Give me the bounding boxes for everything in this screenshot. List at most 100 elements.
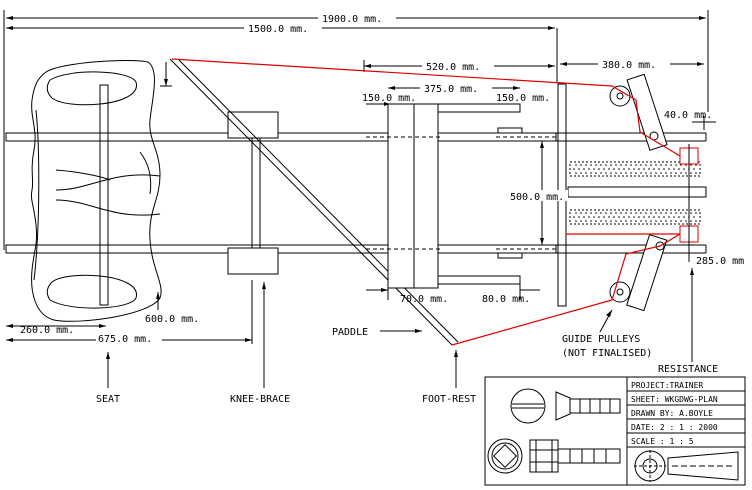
spring-stipple-dot bbox=[580, 220, 582, 222]
axle-dimension-text: 285.0 mm bbox=[696, 256, 744, 267]
spring-stipple-dot bbox=[660, 220, 662, 222]
spring-stipple-dot bbox=[665, 220, 667, 222]
project-field: PROJECT:TRAINER bbox=[631, 381, 703, 390]
spring-stipple-dot bbox=[595, 220, 597, 222]
date-field: DATE: 2 : 1 : 2000 bbox=[631, 423, 718, 432]
spring-stipple-dot bbox=[663, 168, 665, 170]
spring-stipple-dot bbox=[658, 168, 660, 170]
sheet-field: SHEET: WKGDWG-PLAN bbox=[631, 395, 718, 404]
spring-stipple-dot bbox=[695, 164, 697, 166]
spring-stipple-dot bbox=[690, 212, 692, 214]
dimension-frame: 1500.0 mm. bbox=[6, 22, 558, 82]
spring-stipple-dot bbox=[640, 164, 642, 166]
spring-stipple-dot bbox=[603, 168, 605, 170]
left-pad-dimension-text: 150.0 mm. bbox=[362, 93, 416, 104]
dimension-overall: 1900.0 mm. bbox=[3, 10, 709, 250]
spring-stipple-dot bbox=[630, 172, 632, 174]
spring-stipple-dot bbox=[588, 216, 590, 218]
spring-stipple-dot bbox=[645, 164, 647, 166]
spring-stipple-dot bbox=[665, 164, 667, 166]
spring-stipple-dot bbox=[635, 220, 637, 222]
spring-stipple-dot bbox=[640, 212, 642, 214]
cable bbox=[171, 58, 681, 346]
spring-stipple-dot bbox=[670, 220, 672, 222]
paddle bbox=[169, 58, 459, 346]
spring-stipple-dot bbox=[588, 168, 590, 170]
spring-stipple-dot bbox=[675, 220, 677, 222]
spring-stipple-dot bbox=[593, 168, 595, 170]
spring-stipple-dot bbox=[595, 164, 597, 166]
spring-stipple-dot bbox=[650, 220, 652, 222]
spring-stipple-dot bbox=[668, 216, 670, 218]
spring-stipple-dot bbox=[585, 220, 587, 222]
spring-stipple-dot bbox=[633, 216, 635, 218]
spring-stipple-dot bbox=[605, 212, 607, 214]
seat-front-dimension-text: 260.0 mm. bbox=[20, 325, 74, 336]
dimension-rear: 380.0 mm. bbox=[560, 58, 704, 71]
spring-stipple-dot bbox=[590, 164, 592, 166]
spring-stipple-dot bbox=[573, 168, 575, 170]
spring-stipple-dot bbox=[613, 168, 615, 170]
spring-stipple-dot bbox=[623, 216, 625, 218]
spring-stipple-dot bbox=[605, 164, 607, 166]
spring-stipple-dot bbox=[585, 212, 587, 214]
spring-stipple-dot bbox=[695, 172, 697, 174]
spring-stipple-dot bbox=[678, 168, 680, 170]
spring-stipple-dot bbox=[625, 164, 627, 166]
spring-stipple-dot bbox=[593, 216, 595, 218]
spring-stipple-dot bbox=[640, 172, 642, 174]
spring-stipple-dot bbox=[615, 212, 617, 214]
socket-cap-screw-icon bbox=[529, 439, 621, 473]
low-left-dimension-text: 70.0 mm. bbox=[400, 294, 448, 305]
spring-stipple-dot bbox=[655, 220, 657, 222]
spring-stipple-dot bbox=[650, 212, 652, 214]
spring-stipple-dot bbox=[620, 172, 622, 174]
spring-stipple-dot bbox=[578, 216, 580, 218]
spring-stipple-dot bbox=[600, 212, 602, 214]
spring-stipple-dot bbox=[630, 212, 632, 214]
spring-stipple-dot bbox=[590, 172, 592, 174]
spring-stipple-dot bbox=[573, 216, 575, 218]
seat bbox=[31, 59, 162, 322]
spring-stipple-dot bbox=[600, 172, 602, 174]
spring-stipple-dot bbox=[638, 168, 640, 170]
spring-stipple-dot bbox=[600, 164, 602, 166]
spring-stipple-dot bbox=[575, 172, 577, 174]
spring-stipple-dot bbox=[650, 164, 652, 166]
frame bbox=[5, 83, 707, 307]
spring-stipple-dot bbox=[575, 164, 577, 166]
spring-stipple-dot bbox=[630, 164, 632, 166]
resistance bbox=[569, 144, 701, 262]
spring-stipple-dot bbox=[620, 220, 622, 222]
spring-stipple-dot bbox=[660, 212, 662, 214]
spring-stipple-dot bbox=[595, 172, 597, 174]
spring-stipple-dot bbox=[693, 216, 695, 218]
spring-stipple-dot bbox=[583, 168, 585, 170]
spring-stipple-dot bbox=[620, 164, 622, 166]
resistance-label: RESISTANCE bbox=[658, 364, 718, 375]
spring-stipple-dot bbox=[675, 212, 677, 214]
spring-stipple-dot bbox=[635, 172, 637, 174]
spring-stipple-dot bbox=[670, 212, 672, 214]
spring-stipple-dot bbox=[685, 212, 687, 214]
seat-label: SEAT bbox=[96, 394, 120, 405]
spring-stipple-dot bbox=[693, 168, 695, 170]
taper-pin-icon bbox=[667, 451, 739, 481]
spring-stipple-dot bbox=[650, 172, 652, 174]
mid-dimension-text: 520.0 mm. bbox=[426, 62, 480, 73]
spring-stipple-dot bbox=[648, 216, 650, 218]
spring-stipple-dot bbox=[685, 164, 687, 166]
rear-dimension-text: 380.0 mm. bbox=[602, 60, 656, 71]
spring-stipple-dot bbox=[580, 212, 582, 214]
drawn-by-field: DRAWN BY: A.BOYLE bbox=[631, 409, 713, 418]
spring-stipple-dot bbox=[660, 172, 662, 174]
spring-stipple-dot bbox=[680, 212, 682, 214]
spring-stipple-dot bbox=[590, 212, 592, 214]
spring-stipple-dot bbox=[658, 216, 660, 218]
spring-stipple-dot bbox=[660, 164, 662, 166]
spring-stipple-dot bbox=[670, 172, 672, 174]
spring-stipple-dot bbox=[608, 168, 610, 170]
spring-stipple-dot bbox=[633, 168, 635, 170]
overall-dimension-text: 1900.0 mm. bbox=[322, 14, 382, 25]
spring-stipple-dot bbox=[610, 164, 612, 166]
